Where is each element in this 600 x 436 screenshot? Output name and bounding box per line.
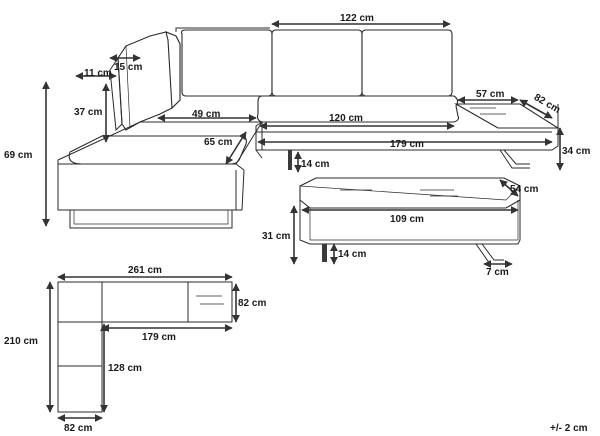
label-plan-module-width: 82 cm	[64, 423, 92, 434]
label-full-length: 179 cm	[390, 139, 424, 150]
label-leg-height: 14 cm	[301, 159, 329, 170]
tolerance-note: +/- 2 cm	[550, 423, 588, 434]
label-plan-short-side: 128 cm	[108, 363, 142, 374]
label-plan-total-depth: 210 cm	[4, 336, 38, 347]
label-coffee-table-leg-height: 14 cm	[338, 249, 366, 260]
label-cushion-depth: 65 cm	[204, 137, 232, 148]
label-table-section-length: 57 cm	[476, 89, 504, 100]
label-coffee-table-length: 109 cm	[390, 214, 424, 225]
label-plan-total-width: 261 cm	[128, 265, 162, 276]
label-coffee-table-height: 31 cm	[262, 231, 290, 242]
label-plan-long-side: 179 cm	[142, 332, 176, 343]
sofa-drawing	[57, 27, 560, 229]
label-table-height: 34 cm	[562, 146, 590, 157]
label-arm-depth: 11 cm	[84, 68, 112, 79]
dimension-lines	[42, 20, 564, 422]
label-sofa-back-length: 122 cm	[340, 13, 374, 24]
label-total-height: 69 cm	[4, 150, 32, 161]
label-coffee-table-leg-width: 7 cm	[486, 267, 509, 278]
label-arm-width: 15 cm	[114, 62, 142, 73]
label-coffee-table-depth: 54 cm	[510, 184, 538, 195]
label-table-depth: 82 cm	[532, 92, 562, 116]
label-main-seat-length: 120 cm	[329, 113, 363, 124]
label-corner-section-width: 49 cm	[192, 109, 220, 120]
label-seat-back-height: 37 cm	[74, 107, 102, 118]
label-plan-table-depth: 82 cm	[238, 298, 266, 309]
plan-view	[57, 281, 233, 413]
